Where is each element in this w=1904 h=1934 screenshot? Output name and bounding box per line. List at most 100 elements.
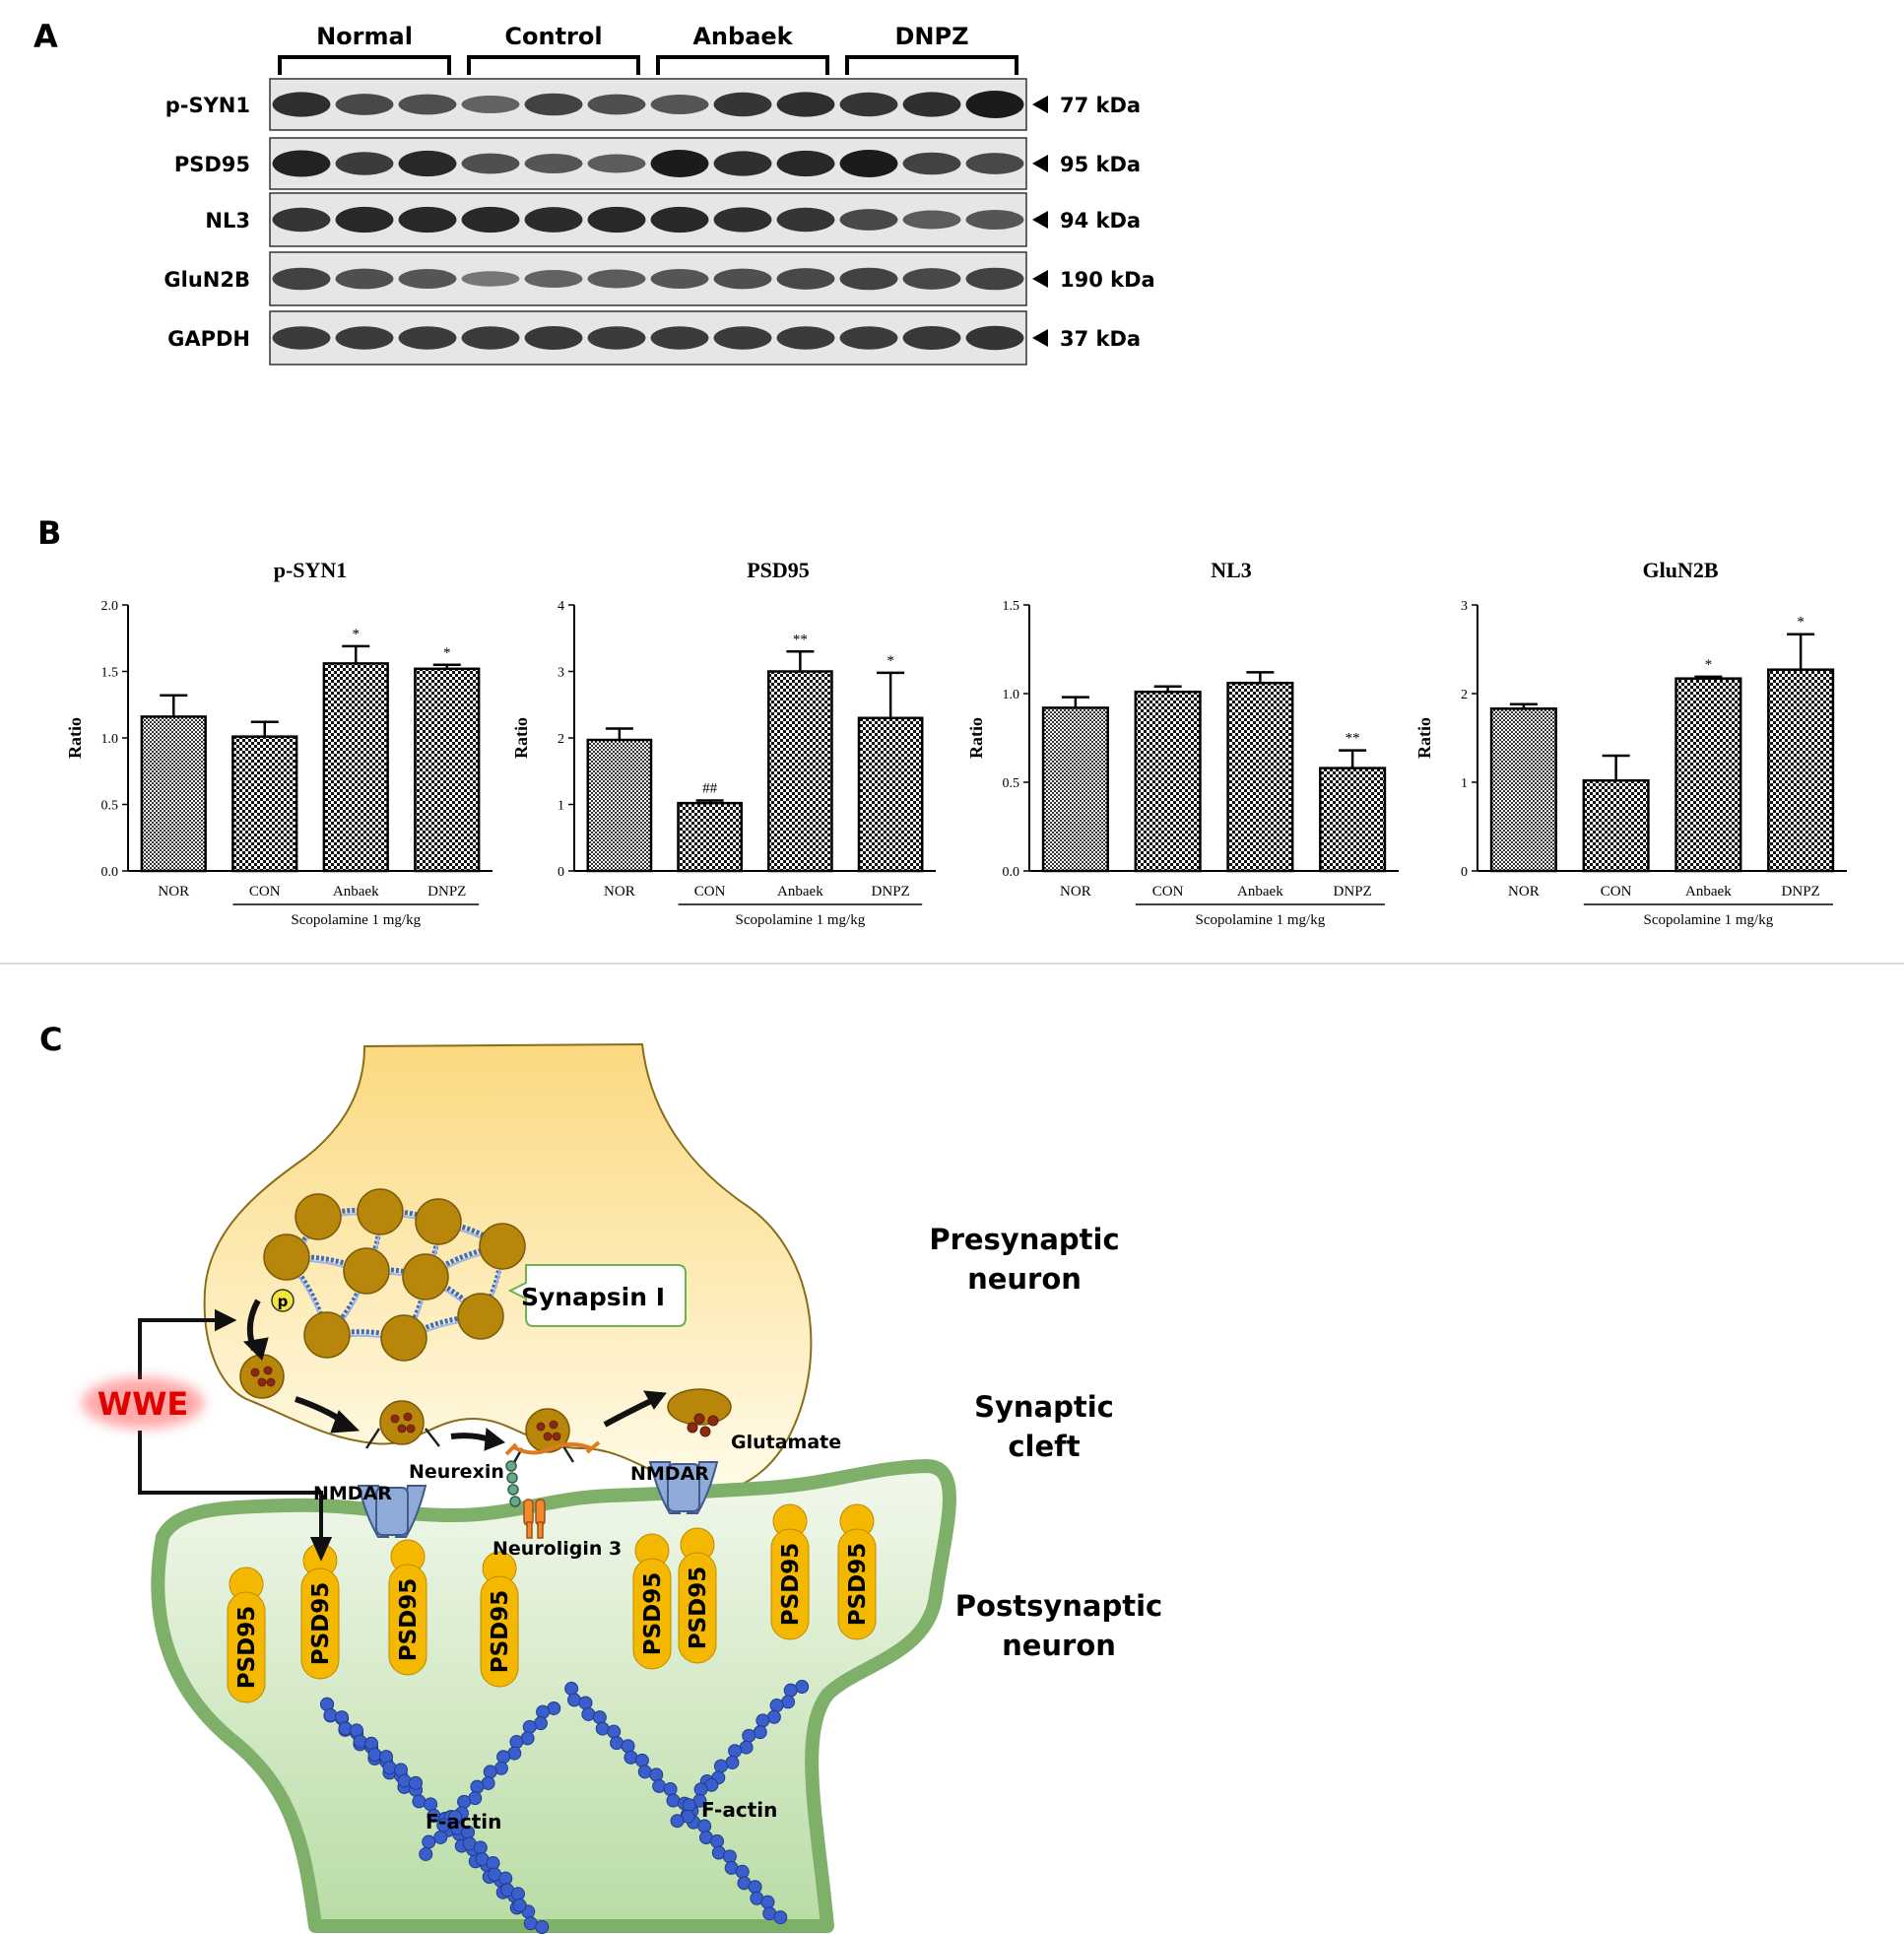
blot-band: [587, 206, 646, 233]
psd95-body: [300, 1567, 340, 1680]
blot-band: [587, 269, 646, 289]
blot-band: [398, 206, 457, 233]
significance-label: *: [443, 645, 451, 661]
vesicle: [479, 1223, 526, 1270]
x-tick-label: Anbaek: [333, 884, 379, 900]
actin-bead: [498, 1871, 513, 1886]
scopolamine-label: Scopolamine 1 mg/kg: [291, 912, 421, 928]
glutamate-dot: [257, 1377, 267, 1387]
glutamate-dot: [543, 1432, 553, 1441]
significance-label: *: [353, 627, 361, 642]
psd95-body: [480, 1575, 519, 1688]
bar: [1134, 690, 1202, 873]
blot-row-label: GAPDH: [167, 327, 250, 351]
actin-bead: [728, 1744, 743, 1759]
blot-kda-label: 37 kDa: [1060, 327, 1141, 351]
actin-bead: [397, 1773, 412, 1788]
glutamate-dot: [549, 1420, 558, 1430]
y-tick-label: 2.0: [101, 599, 119, 614]
nmdar-receptor-right: [648, 1461, 719, 1514]
blot-band: [335, 94, 394, 115]
bar: [1041, 706, 1109, 873]
blot-band: [902, 152, 961, 175]
bar: [140, 715, 207, 873]
y-tick-label: 0.5: [101, 799, 119, 814]
blot-band: [524, 207, 583, 233]
psd95-body: [770, 1528, 810, 1640]
y-tick-label: 1.5: [1003, 599, 1020, 614]
actin-bead: [433, 1830, 448, 1844]
blot-band: [398, 94, 457, 115]
actin-bead: [564, 1681, 579, 1696]
blot-band: [524, 154, 583, 173]
actin-bead: [473, 1840, 488, 1855]
glutamate-dot: [263, 1366, 273, 1375]
x-tick-label: NOR: [1508, 884, 1540, 900]
synaptic-cleft-label: cleft: [1008, 1430, 1080, 1463]
blot-band: [650, 206, 709, 233]
actin-bead: [755, 1713, 770, 1728]
bar: [677, 801, 743, 873]
actin-bead: [649, 1767, 664, 1782]
blot-kda-label: 190 kDa: [1060, 268, 1155, 292]
actin-bead: [725, 1755, 740, 1769]
actin-bead: [483, 1765, 497, 1779]
actin-bead: [419, 1846, 433, 1861]
significance-label: *: [1797, 615, 1805, 631]
actin-bead: [607, 1724, 622, 1739]
vesicle: [457, 1293, 504, 1340]
blot-band: [461, 326, 520, 350]
wwe-arrows: [138, 1308, 333, 1562]
psd95-protein: PSD95: [837, 1503, 877, 1640]
y-tick-label: 1.0: [1003, 688, 1020, 702]
vesicle: [357, 1188, 404, 1235]
glutamate-dot: [403, 1412, 413, 1422]
blot-band: [839, 92, 898, 117]
blot-membrane: [269, 310, 1027, 366]
actin-bead: [422, 1834, 436, 1849]
phospho-marker-label: p: [278, 1293, 289, 1310]
panel-label-b: B: [37, 514, 62, 552]
synaptic-vesicles: [239, 1188, 732, 1453]
nmdar-label-left: NMDAR: [313, 1483, 392, 1504]
blot-membrane: [269, 137, 1027, 190]
blot-kda-label: 94 kDa: [1060, 209, 1141, 233]
significance-label: ##: [702, 780, 718, 796]
psd95-body: [388, 1564, 427, 1676]
blot-band: [839, 209, 898, 231]
blot-band: [398, 150, 457, 177]
psd95-label: PSD95: [845, 1543, 871, 1627]
psd95-label: PSD95: [686, 1567, 711, 1650]
f-actin-label-left: F-actin: [426, 1810, 501, 1834]
blot-band: [650, 95, 709, 114]
actin-bead: [682, 1798, 696, 1813]
blot-band: [335, 206, 394, 233]
bar: [767, 670, 833, 873]
y-axis-label: Ratio: [65, 717, 85, 759]
synapsin-strand: [285, 1215, 321, 1259]
phospho-marker: [271, 1289, 295, 1312]
psd95-protein: PSD95: [632, 1533, 672, 1670]
psd95-body: [227, 1591, 266, 1703]
blot-arrow-icon: [1032, 329, 1048, 347]
actin-bead: [713, 1759, 728, 1773]
x-tick-label: CON: [249, 884, 281, 900]
y-tick-label: 2: [1461, 688, 1468, 702]
actin-bead: [753, 1725, 767, 1740]
vesicle: [303, 1311, 351, 1359]
actin-bead: [742, 1728, 756, 1743]
actin-bead: [323, 1707, 338, 1722]
actin-bead: [634, 1753, 649, 1767]
postsynaptic-label: neuron: [1002, 1629, 1116, 1662]
blot-band: [776, 207, 835, 233]
x-tick-label: CON: [1601, 884, 1632, 900]
presynaptic-label: neuron: [967, 1262, 1082, 1296]
y-tick-label: 1.0: [101, 732, 119, 747]
blot-row-label: GluN2B: [164, 268, 250, 292]
blot-band: [335, 326, 394, 350]
neurexin-label: Neurexin: [409, 1461, 504, 1483]
